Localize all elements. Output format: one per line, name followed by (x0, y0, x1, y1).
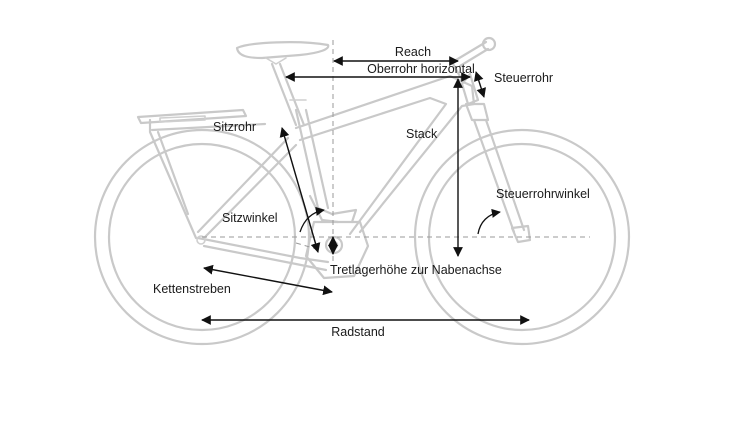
label-head-tube-angle: Steuerrohrwinkel (496, 187, 590, 201)
head-tube-angle-arc (477, 208, 501, 235)
seat-angle-arc (299, 206, 325, 233)
label-seat-angle: Sitzwinkel (222, 211, 278, 225)
fork (464, 102, 532, 244)
seat-tube-arrow (279, 127, 321, 253)
label-reach: Reach (395, 45, 431, 59)
label-stack: Stack (406, 127, 438, 141)
label-wheelbase: Radstand (331, 325, 385, 339)
label-top-tube-horizontal: Oberrohr horizontal (367, 62, 475, 76)
label-chainstays: Kettenstreben (153, 282, 231, 296)
bike-outline (93, 36, 631, 346)
dimension-lines (201, 56, 530, 325)
saddle (235, 41, 330, 65)
chainstay-arrow (203, 264, 333, 296)
head-tube-arrow (474, 71, 486, 98)
labels: Reach Oberrohr horizontal Steuerrohr Sit… (153, 45, 590, 339)
label-bb-height: Tretlagerhöhe zur Nabenachse (330, 263, 502, 277)
label-seat-tube: Sitzrohr (213, 120, 256, 134)
rear-rack (136, 108, 267, 240)
label-head-tube: Steuerrohr (494, 71, 553, 85)
